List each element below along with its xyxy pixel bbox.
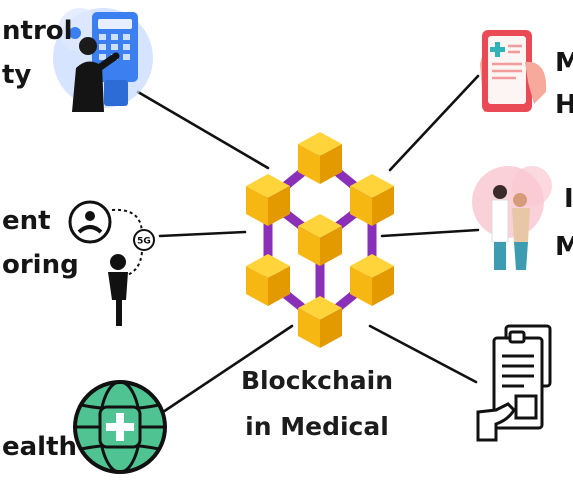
connector-lines: [136, 74, 480, 414]
label-medical-record: M H: [555, 48, 573, 120]
label-doctor-patient-line1: I: [564, 184, 573, 214]
label-access-control-line2: ty: [2, 60, 32, 90]
doctor-patient-icon: [472, 166, 552, 270]
label-patient-monitoring-line2: oring: [2, 250, 79, 280]
connector-medical-document: [368, 324, 478, 384]
signal-label: 5G: [137, 237, 151, 247]
label-health-line1: ealth: [2, 432, 78, 462]
connector-doctor-patient: [380, 228, 480, 238]
access-keypad-icon: [53, 8, 153, 112]
medical-document-icon: [476, 324, 552, 442]
connector-health: [161, 324, 294, 414]
label-access-control: ntrol ty: [2, 16, 73, 90]
label-health: ealth: [2, 432, 77, 462]
connector-medical-record: [388, 74, 480, 172]
center-title-line1: Blockchain: [240, 366, 394, 395]
label-access-control-line1: ntrol: [2, 16, 73, 46]
label-doctor-patient: I: [564, 184, 573, 214]
label-doctor-patient-line2: M: [555, 232, 573, 262]
patient-monitoring-icon: 5G: [68, 200, 155, 326]
center-title-line2: in Medical: [245, 412, 389, 441]
medical-record-phone-icon: [480, 30, 547, 112]
label-patient-monitoring: ent oring: [2, 206, 79, 280]
connector-patient-monitoring: [158, 230, 247, 238]
label-doctor-patient-2: M: [555, 232, 573, 262]
label-medical-record-line1: M: [555, 48, 573, 78]
health-globe-icon: [73, 380, 167, 474]
label-medical-record-line2: H: [555, 90, 573, 120]
block-cube: [298, 214, 342, 266]
connector-access-control: [136, 90, 270, 170]
label-patient-monitoring-line1: ent: [2, 206, 51, 236]
